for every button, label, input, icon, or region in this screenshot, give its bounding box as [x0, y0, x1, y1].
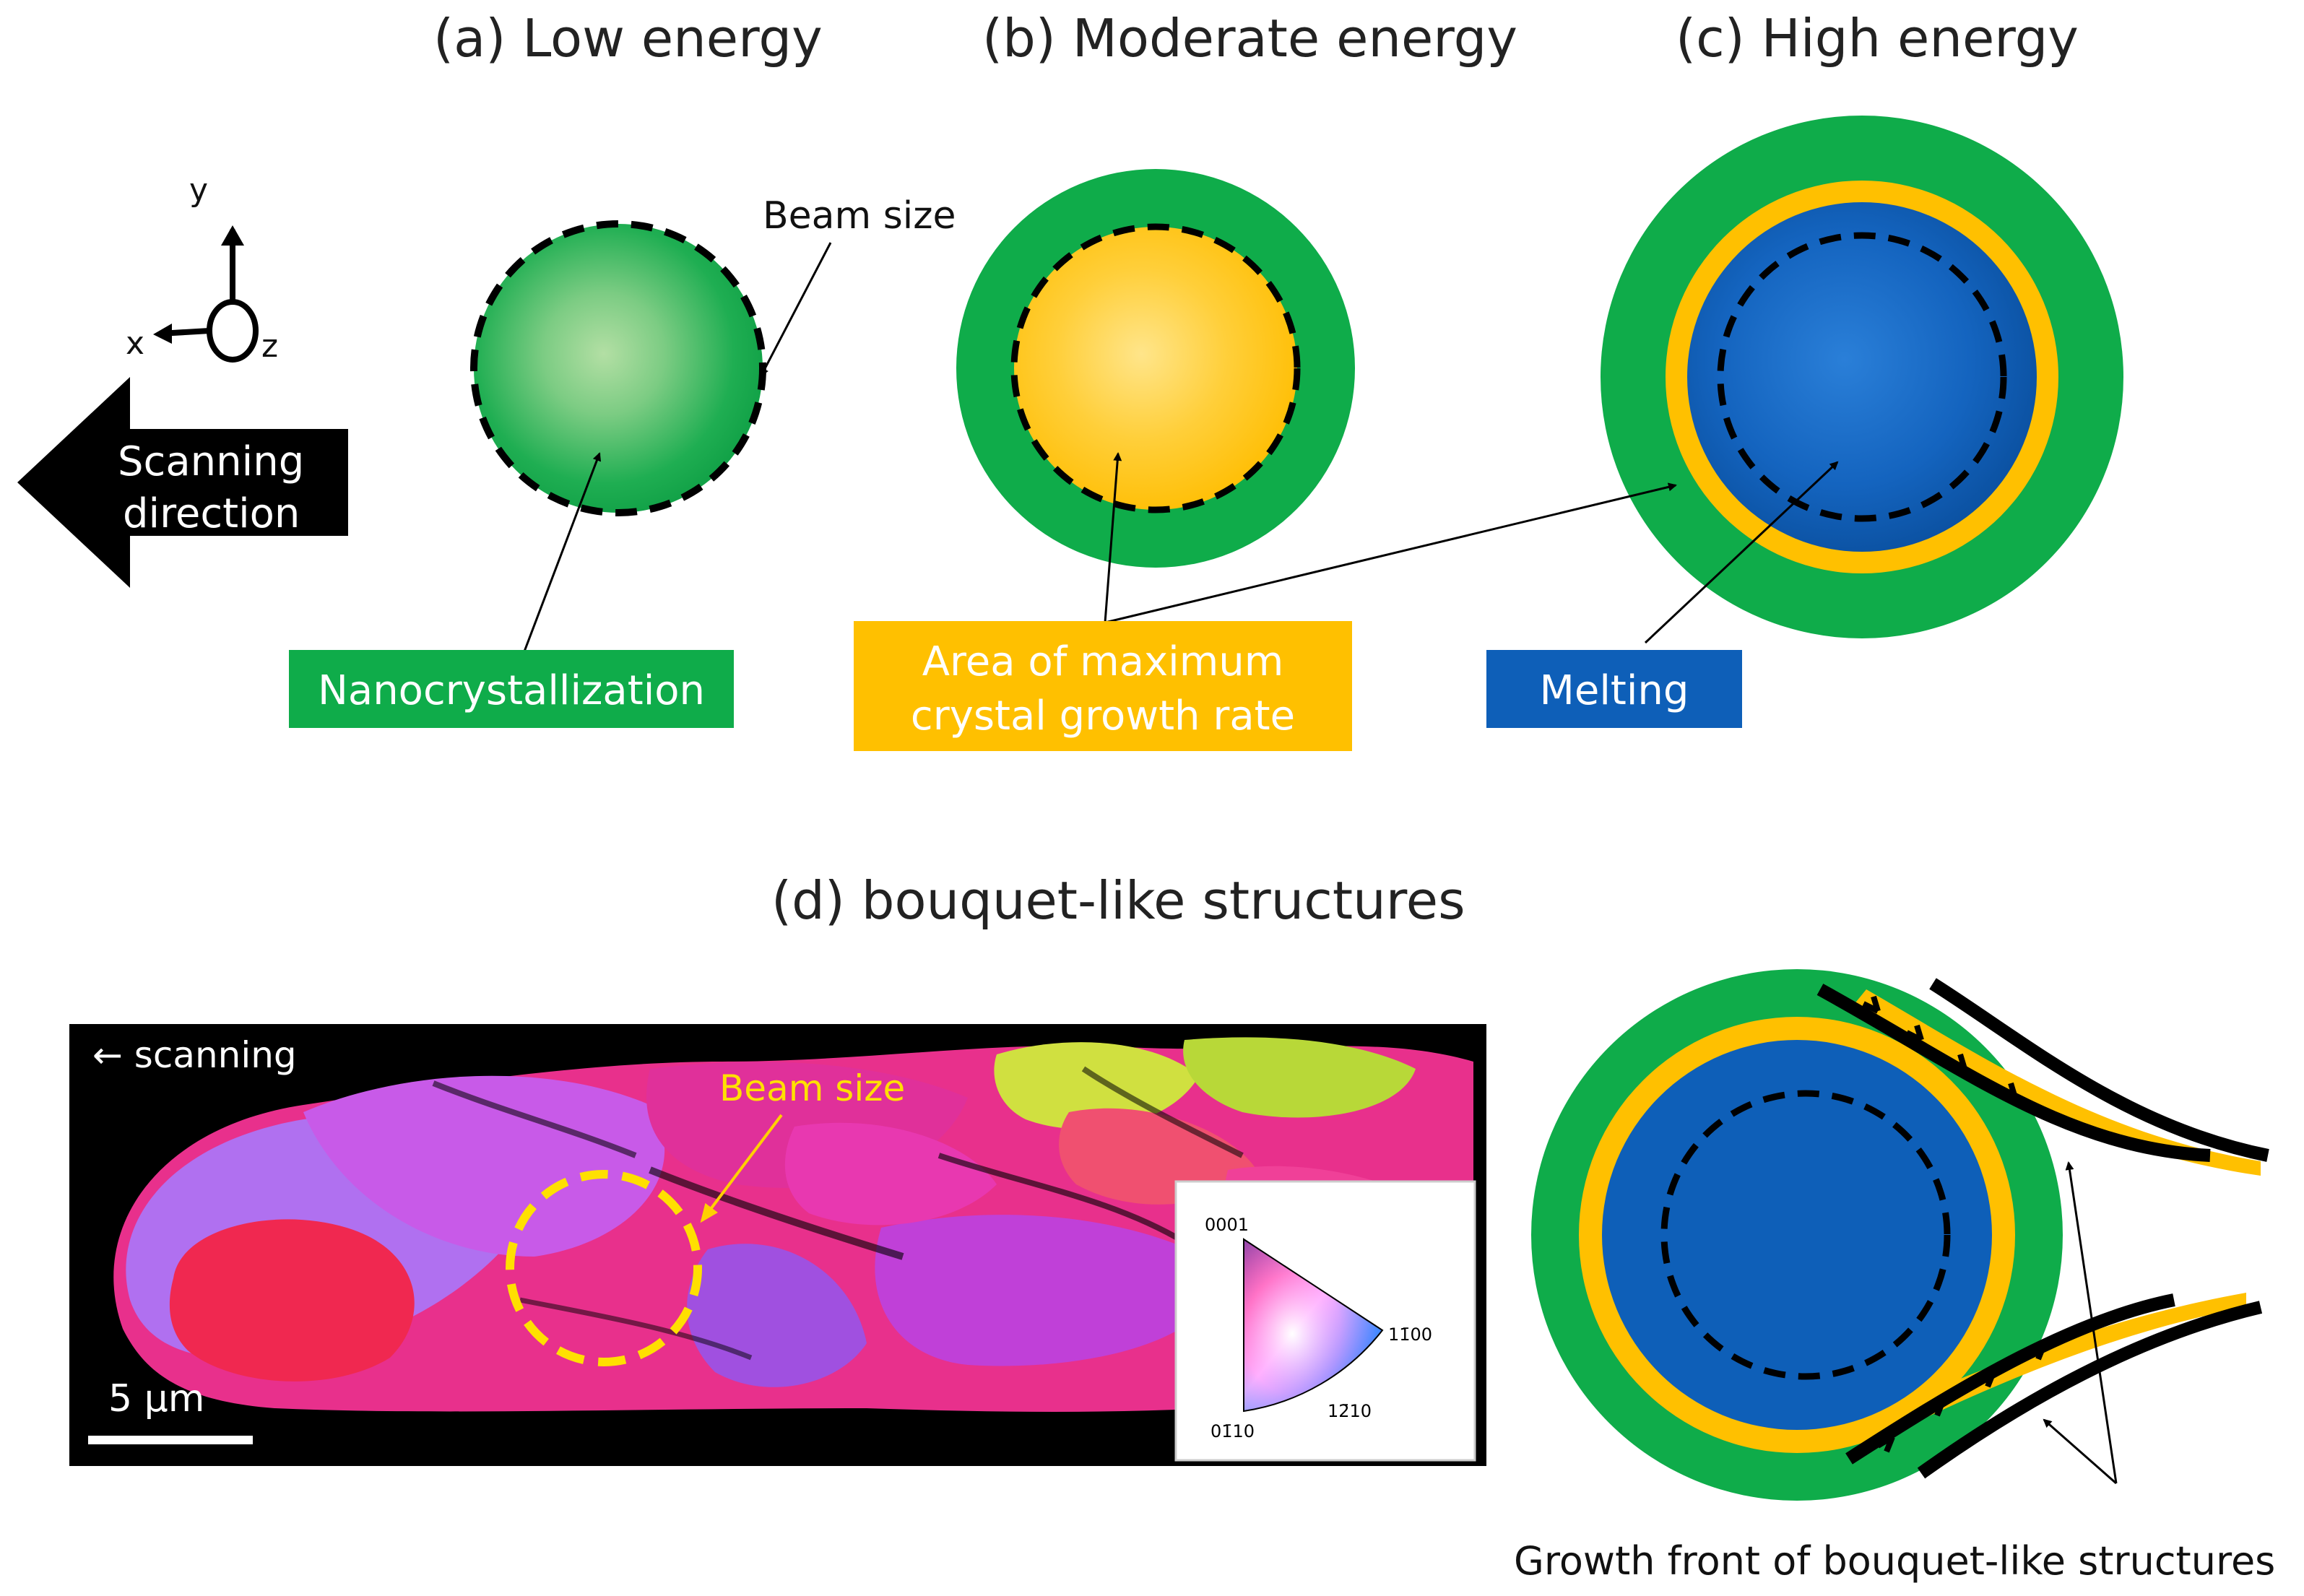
- panel-d-title: (d) bouquet-like structures: [771, 870, 1465, 931]
- ipf-label-0110: 01̄10: [1211, 1421, 1255, 1441]
- max-growth-leader-c: [1104, 482, 1677, 624]
- max-growth-label-box: Area of maximum crystal growth rate: [854, 621, 1352, 751]
- axis-z-label: z: [261, 328, 278, 365]
- nanocrystallization-leader: [523, 452, 602, 652]
- ebsd-beam-size-leader: [700, 1114, 783, 1223]
- ipf-legend: 0001 11̄00 01̄10 12̄10: [1174, 1180, 1476, 1462]
- growth-front-upper: [1816, 978, 2269, 1176]
- axis-x-label: x: [126, 325, 144, 362]
- growth-front-leader-2: [2043, 1418, 2117, 1485]
- nanocrystallization-label-box: Nanocrystallization: [289, 650, 734, 728]
- melting-label: Melting: [1540, 667, 1689, 714]
- coordinate-axes: y x z: [126, 172, 278, 365]
- max-growth-leader-b: [1104, 452, 1122, 623]
- bouquet-melt-pool: [1531, 969, 2063, 1501]
- panel-b-title: (b) Moderate energy: [982, 8, 1517, 69]
- beam-size-leader: [760, 242, 832, 377]
- scale-bar-label: 5 µm: [108, 1377, 204, 1421]
- axis-y-label: y: [189, 172, 208, 209]
- max-growth-label-line2: crystal growth rate: [911, 693, 1295, 740]
- ebsd-beam-circle: [506, 1170, 702, 1366]
- panel-a-title: (a) Low energy: [433, 8, 823, 69]
- scanning-direction-line1: Scanning: [118, 438, 304, 485]
- ebsd-scanning-label: ← scanning: [92, 1034, 297, 1076]
- max-growth-label-line1: Area of maximum: [922, 638, 1284, 685]
- scanning-direction-arrow: Scanning direction: [17, 377, 348, 588]
- growth-front-lower: [1845, 1293, 2263, 1479]
- melting-leader: [1644, 461, 1839, 644]
- melting-label-box: Melting: [1486, 650, 1742, 728]
- low-energy-melt-pool: [470, 220, 766, 516]
- high-energy-melt-pool: [1601, 116, 2123, 638]
- moderate-energy-melt-pool: [956, 169, 1355, 568]
- ipf-label-0001: 0001: [1205, 1215, 1249, 1235]
- nanocrystallization-label: Nanocrystallization: [318, 667, 705, 714]
- ebsd-beam-size-label: Beam size: [719, 1067, 905, 1109]
- ipf-label-1100: 11̄00: [1388, 1324, 1432, 1345]
- growth-front-leader-1: [2065, 1161, 2118, 1484]
- growth-front-label: Growth front of bouquet-like structures: [1514, 1538, 2275, 1584]
- scanning-direction-line2: direction: [123, 490, 300, 537]
- panel-c-title: (c) High energy: [1676, 8, 2079, 69]
- beam-size-label: Beam size: [763, 194, 956, 238]
- ipf-label-1210: 12̄10: [1328, 1401, 1372, 1421]
